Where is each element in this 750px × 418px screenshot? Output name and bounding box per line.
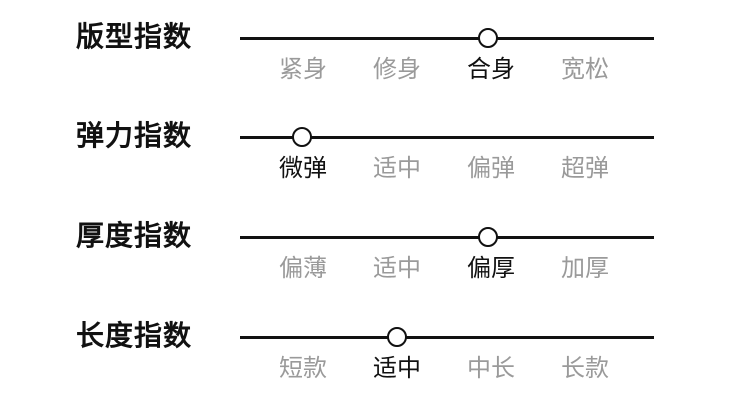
row-title: 厚度指数 xyxy=(76,219,193,252)
elasticity-index-row: 弹力指数 微弹 适中 偏弹 超弹 xyxy=(0,99,750,189)
option-label[interactable]: 偏厚 xyxy=(467,254,515,282)
option-label[interactable]: 宽松 xyxy=(561,55,609,83)
option-label[interactable]: 微弹 xyxy=(279,154,327,182)
option-label[interactable]: 紧身 xyxy=(279,55,327,83)
slider-knob[interactable] xyxy=(478,227,499,247)
slider-knob[interactable] xyxy=(478,28,499,48)
option-label[interactable]: 适中 xyxy=(373,354,421,382)
option-label[interactable]: 加厚 xyxy=(561,254,609,282)
option-label[interactable]: 长款 xyxy=(561,354,609,382)
option-label[interactable]: 修身 xyxy=(373,55,421,83)
fit-index-row: 版型指数 紧身 修身 合身 宽松 xyxy=(0,0,750,90)
slider-track[interactable] xyxy=(240,336,654,339)
row-title: 弹力指数 xyxy=(76,119,193,152)
option-label[interactable]: 短款 xyxy=(279,354,327,382)
option-label[interactable]: 适中 xyxy=(373,154,421,182)
option-label[interactable]: 偏薄 xyxy=(279,254,327,282)
slider-track[interactable] xyxy=(240,236,654,239)
slider-track[interactable] xyxy=(240,37,654,40)
option-label[interactable]: 中长 xyxy=(467,354,515,382)
option-label[interactable]: 适中 xyxy=(373,254,421,282)
option-label[interactable]: 合身 xyxy=(467,55,515,83)
option-label[interactable]: 超弹 xyxy=(561,154,609,182)
row-title: 版型指数 xyxy=(76,20,193,53)
thickness-index-row: 厚度指数 偏薄 适中 偏厚 加厚 xyxy=(0,199,750,289)
slider-knob[interactable] xyxy=(292,127,313,147)
slider-knob[interactable] xyxy=(387,327,408,347)
length-index-row: 长度指数 短款 适中 中长 长款 xyxy=(0,299,750,389)
slider-track[interactable] xyxy=(240,136,654,139)
row-title: 长度指数 xyxy=(76,319,193,352)
option-label[interactable]: 偏弹 xyxy=(467,154,515,182)
